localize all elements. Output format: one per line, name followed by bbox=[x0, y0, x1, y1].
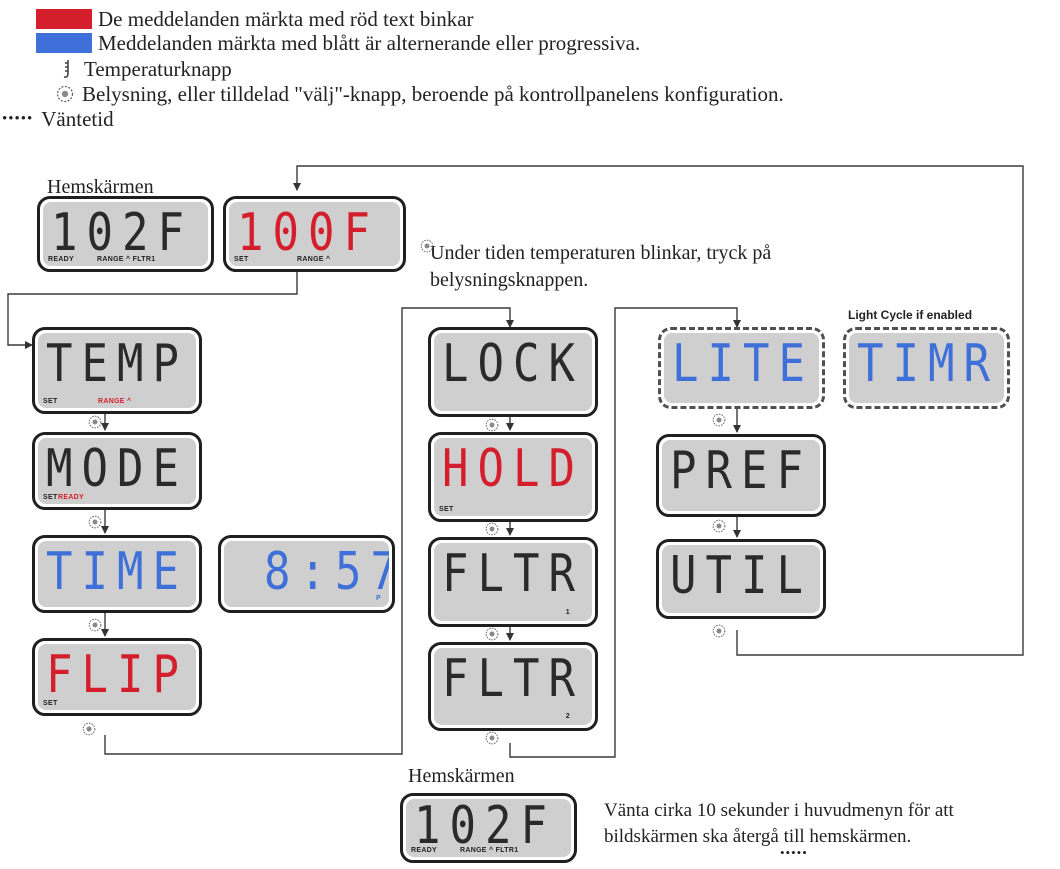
flip-status-set: SET bbox=[43, 700, 58, 707]
instruction-line-1: Under tiden temperaturen blinkar, tryck … bbox=[430, 242, 772, 264]
home-label-top: Hemskärmen bbox=[47, 176, 154, 198]
pref-display: PREF bbox=[656, 434, 826, 517]
clock-display: 8:57 P bbox=[218, 535, 395, 613]
legend-wait-text: Väntetid bbox=[41, 106, 114, 131]
home-status-range: RANGE ^ FLTR1 bbox=[97, 256, 156, 263]
legend-wait: ••••• Väntetid bbox=[2, 106, 114, 132]
hold-status-set: SET bbox=[439, 506, 454, 513]
legend-blue: Meddelanden märkta med blått är alterner… bbox=[36, 30, 640, 56]
wait-dots: ••••• bbox=[780, 845, 808, 860]
fltr2-display: FLTR 2 bbox=[428, 642, 598, 731]
time-text: TIME bbox=[46, 541, 188, 602]
light-button-icon bbox=[485, 627, 499, 641]
temp-status-set: SET bbox=[43, 398, 58, 405]
light-button-icon bbox=[88, 515, 102, 529]
set-temp-status-set: SET bbox=[234, 256, 249, 263]
mode-status-ready: READY bbox=[58, 494, 85, 501]
home-bottom-status-ready: READY bbox=[411, 847, 438, 854]
temp-text: TEMP bbox=[46, 333, 188, 394]
temp-status-range: RANGE ^ bbox=[98, 398, 132, 405]
light-button-icon bbox=[88, 415, 102, 429]
light-button-icon bbox=[56, 85, 74, 103]
wait-instruction-2: bildskärmen ska återgå till hemskärmen. bbox=[604, 826, 912, 847]
light-button-icon bbox=[712, 413, 726, 427]
red-swatch bbox=[36, 9, 92, 29]
legend-light-text: Belysning, eller tilldelad "välj"-knapp,… bbox=[82, 81, 784, 106]
home-bottom-status-range: RANGE ^ FLTR1 bbox=[460, 847, 519, 854]
lock-display: LOCK bbox=[428, 327, 598, 417]
legend-blue-text: Meddelanden märkta med blått är alterner… bbox=[98, 30, 641, 55]
light-button-icon bbox=[82, 722, 96, 736]
home-bottom-text: 102F bbox=[414, 799, 556, 856]
lite-text: LITE bbox=[672, 333, 814, 394]
light-button-icon bbox=[485, 731, 499, 745]
wait-instruction-1: Vänta cirka 10 sekunder i huvudmenyn för… bbox=[604, 800, 954, 821]
light-button-icon bbox=[88, 618, 102, 632]
fltr2-text: FLTR bbox=[442, 648, 584, 709]
pref-text: PREF bbox=[670, 440, 812, 501]
legend-red-text: De meddelanden märkta med röd text binka… bbox=[98, 6, 474, 31]
legend-temp: Temperaturknapp bbox=[60, 56, 232, 82]
lite-display: LITE bbox=[658, 327, 825, 409]
home-display-bottom: 102F READY RANGE ^ FLTR1 bbox=[400, 793, 577, 863]
hold-text: HOLD bbox=[442, 438, 584, 499]
light-cycle-label: Light Cycle if enabled bbox=[848, 308, 973, 322]
legend-red: De meddelanden märkta med röd text binka… bbox=[36, 6, 474, 32]
clock-text: 8:57 bbox=[264, 541, 389, 602]
fltr2-number: 2 bbox=[565, 713, 570, 720]
set-temp-display: 100F SET RANGE ^ bbox=[223, 196, 406, 272]
legend-temp-text: Temperaturknapp bbox=[84, 56, 232, 81]
fltr1-text: FLTR bbox=[442, 543, 584, 604]
mode-display: MODE SET READY bbox=[32, 432, 202, 510]
hold-display: HOLD SET bbox=[428, 432, 598, 522]
util-text: UTIL bbox=[670, 545, 812, 606]
legend-light: Belysning, eller tilldelad "välj"-knapp,… bbox=[56, 81, 784, 107]
light-button-icon bbox=[712, 624, 726, 638]
lock-text: LOCK bbox=[442, 333, 584, 394]
fltr1-number: 1 bbox=[565, 609, 570, 616]
light-button-icon bbox=[420, 239, 434, 253]
temp-display: TEMP SET RANGE ^ bbox=[32, 327, 202, 414]
flip-display: FLIP SET bbox=[32, 638, 202, 716]
set-temp-text: 100F bbox=[237, 202, 379, 263]
light-button-icon bbox=[485, 418, 499, 432]
blue-swatch bbox=[36, 33, 92, 53]
mode-text: MODE bbox=[46, 438, 188, 499]
instruction-line-2: belysningsknappen. bbox=[430, 269, 589, 291]
set-temp-status-range: RANGE ^ bbox=[297, 256, 331, 263]
timr-text: TIMR bbox=[857, 333, 999, 394]
time-display: TIME bbox=[32, 535, 202, 613]
temperature-button-icon bbox=[63, 60, 69, 78]
light-button-icon bbox=[485, 522, 499, 536]
wait-dots-icon: ••••• bbox=[2, 110, 34, 127]
mode-status-set: SET bbox=[43, 494, 58, 501]
light-button-icon bbox=[712, 519, 726, 533]
home-label-bottom: Hemskärmen bbox=[408, 765, 515, 787]
clock-pm-indicator: P bbox=[376, 595, 381, 602]
fltr1-display: FLTR 1 bbox=[428, 537, 598, 627]
home-display: 102F READY RANGE ^ FLTR1 bbox=[37, 196, 214, 272]
home-display-text: 102F bbox=[51, 202, 193, 263]
util-display: UTIL bbox=[656, 539, 826, 619]
timr-display: TIMR bbox=[843, 327, 1010, 409]
home-status-ready: READY bbox=[48, 256, 75, 263]
flip-text: FLIP bbox=[46, 644, 188, 705]
